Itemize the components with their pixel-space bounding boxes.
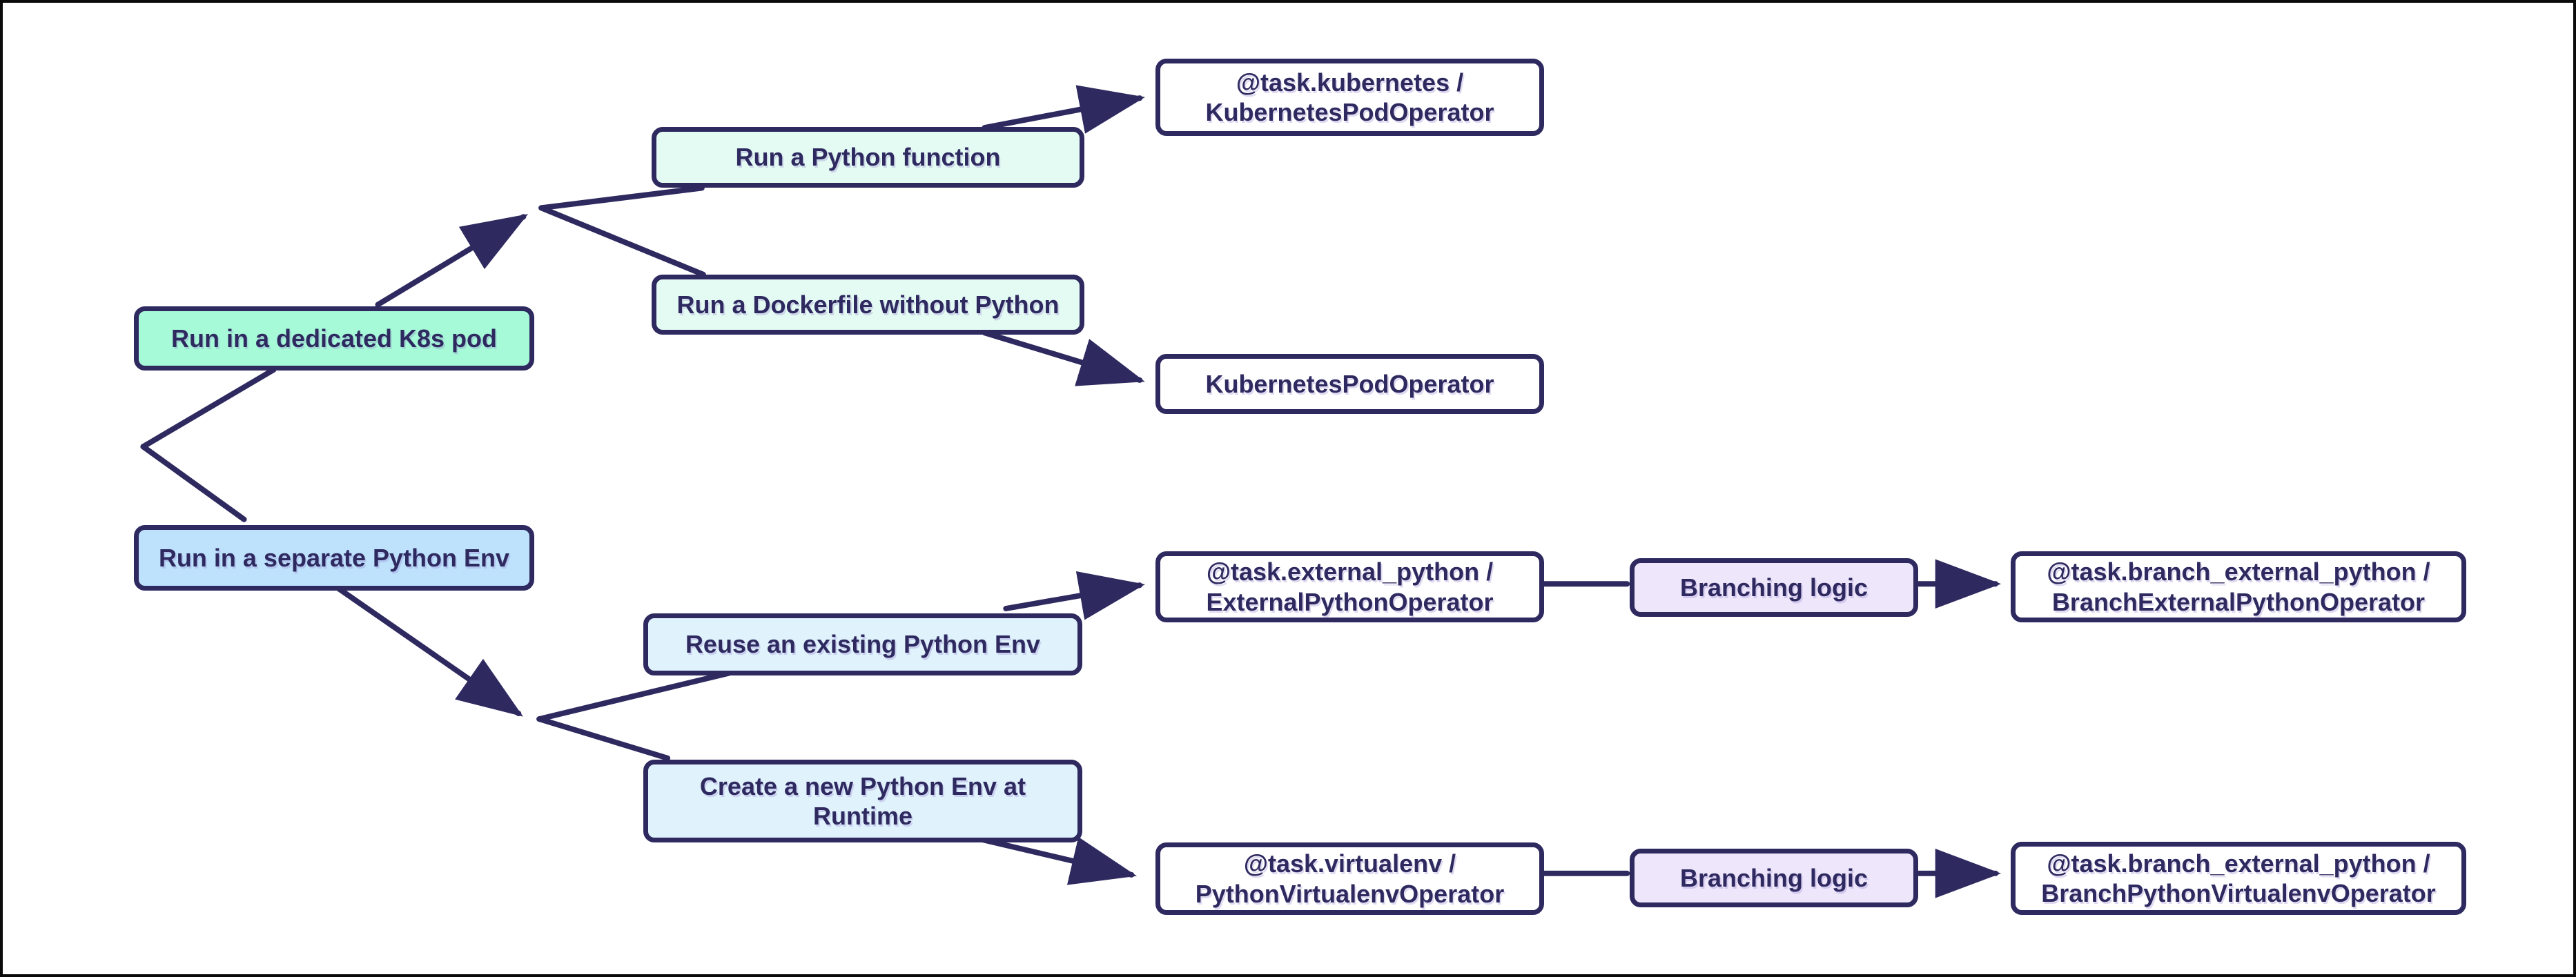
edge-reuse-env-to-external-python bbox=[1003, 571, 1146, 620]
node-create-new-python-env-at-runtime: Create a new Python Env at Runtime bbox=[643, 760, 1082, 842]
edge-branch2-to-create-env bbox=[536, 716, 671, 761]
node-reuse-existing-python-env: Reuse an existing Python Env bbox=[643, 613, 1082, 675]
edge-root-to-python-env bbox=[140, 444, 247, 522]
node-branching-logic-top: Branching logic bbox=[1630, 558, 1918, 617]
node-branch-python-virtualenv-operator: @task.branch_external_python / BranchPyt… bbox=[2011, 842, 2466, 915]
edge-branch1-to-python-function bbox=[538, 185, 705, 211]
node-task-kubernetes-operator: @task.kubernetes / KubernetesPodOperator bbox=[1155, 59, 1544, 136]
edge-python-function-to-task-k8s bbox=[982, 85, 1146, 134]
node-run-python-function: Run a Python function bbox=[652, 127, 1084, 188]
node-kubernetes-pod-operator: KubernetesPodOperator bbox=[1155, 354, 1544, 414]
node-task-virtualenv-operator: @task.virtualenv / PythonVirtualenvOpera… bbox=[1155, 842, 1544, 915]
edge-k8s-pod-to-branch1 bbox=[375, 214, 529, 308]
edge-branch2-to-reuse-env bbox=[536, 670, 732, 722]
edge-python-env-to-branch2 bbox=[335, 586, 523, 717]
edge-branch1-to-dockerfile bbox=[538, 205, 706, 277]
node-branch-external-python-operator: @task.branch_external_python / BranchExt… bbox=[2011, 551, 2466, 622]
node-branching-logic-bottom: Branching logic bbox=[1630, 849, 1918, 907]
edge-dockerfile-to-k8s-operator bbox=[982, 330, 1145, 386]
node-run-dedicated-k8s-pod: Run in a dedicated K8s pod bbox=[134, 306, 534, 371]
node-run-separate-python-env: Run in a separate Python Env bbox=[134, 525, 534, 591]
node-run-dockerfile-without-python: Run a Dockerfile without Python bbox=[652, 275, 1084, 335]
node-task-external-python-operator: @task.external_python / ExternalPythonOp… bbox=[1155, 551, 1544, 622]
connector-layer bbox=[140, 85, 2002, 898]
edge-root-to-k8s-pod bbox=[140, 367, 277, 450]
edge-group bbox=[140, 85, 2002, 898]
edge-create-env-to-virtualenv bbox=[977, 836, 1138, 885]
